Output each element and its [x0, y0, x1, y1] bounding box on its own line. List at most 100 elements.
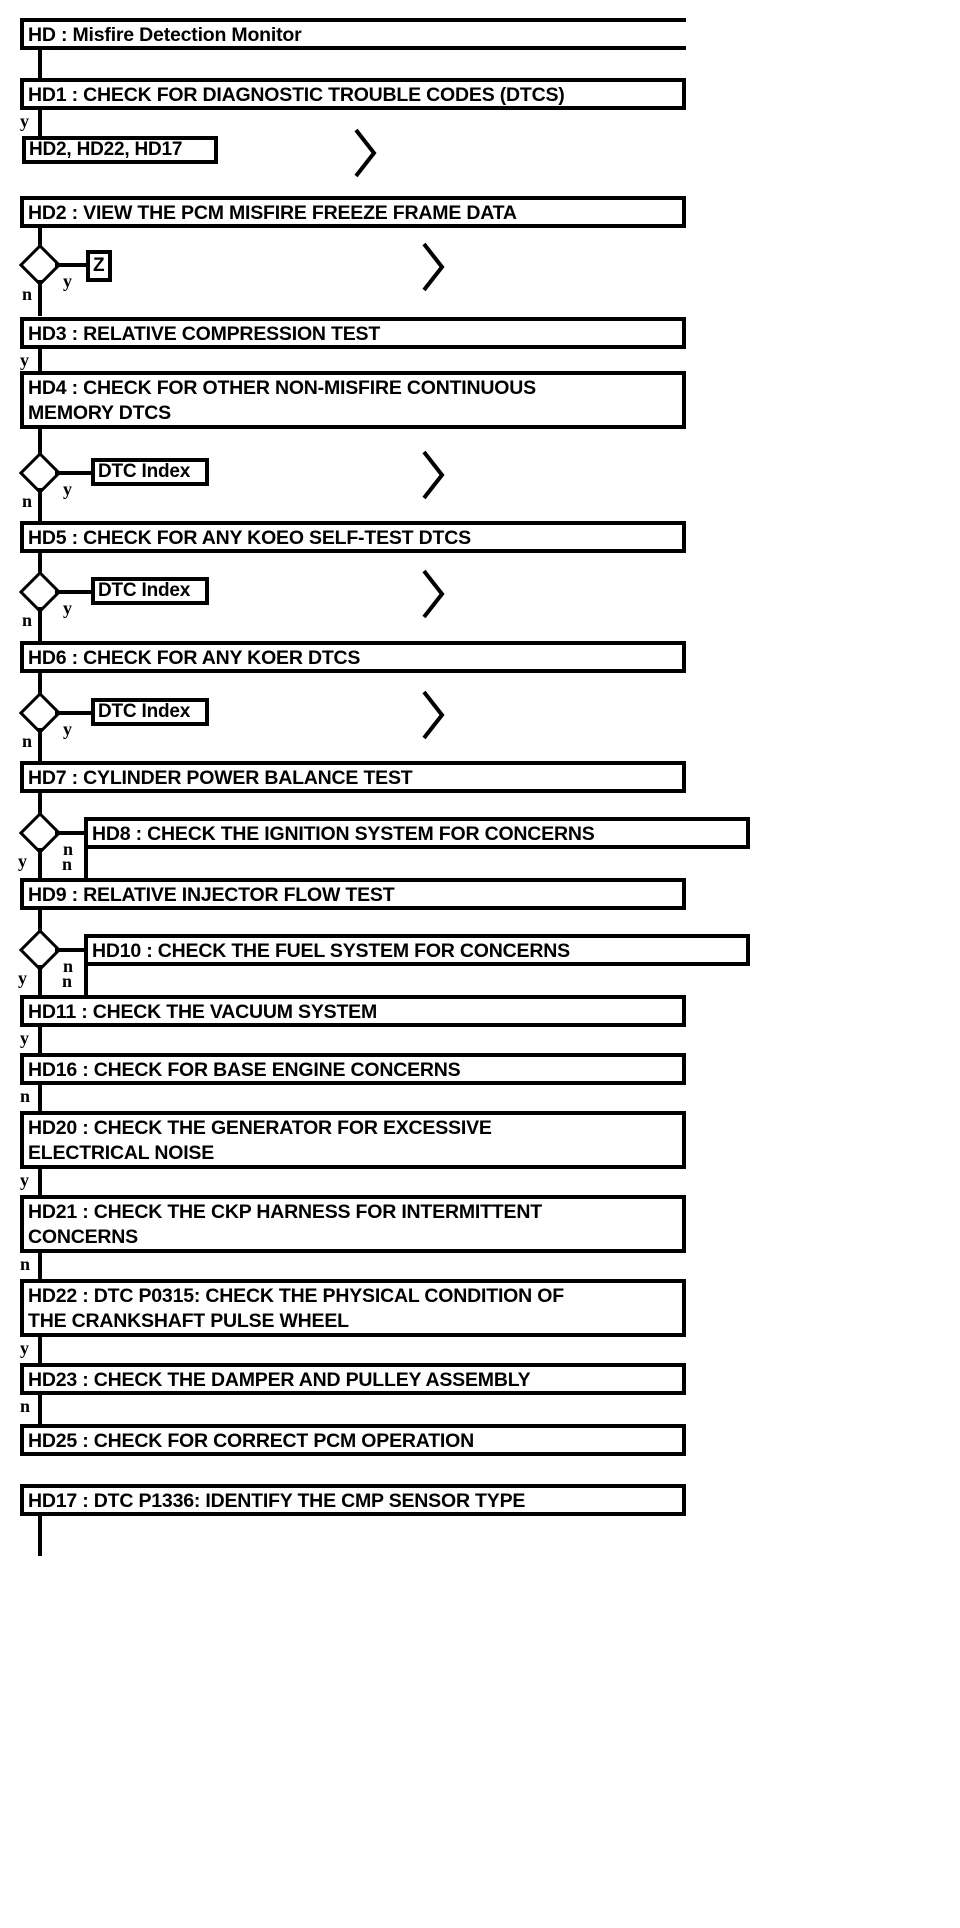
step-box-hd20[interactable]: HD20 : CHECK THE GENERATOR FOR EXCESSIVE… — [20, 1111, 686, 1169]
branch-label-hd20-y: y — [20, 1170, 29, 1190]
connector-hd22-to-hd23 — [38, 1337, 42, 1363]
connector-hd17-outgoing — [38, 1516, 42, 1556]
step-box-hd3[interactable]: HD3 : RELATIVE COMPRESSION TEST — [20, 317, 686, 349]
step-label-hd4: HD4 : CHECK FOR OTHER NON-MISFIRE CONTIN… — [28, 377, 536, 424]
ref-label-hd2-hd22-hd17: HD2, HD22, HD17 — [29, 139, 183, 160]
step-label-hd11: HD11 : CHECK THE VACUUM SYSTEM — [28, 1001, 378, 1023]
branch-label-hd11-y: y — [20, 1028, 29, 1048]
branch-label-hd3-y: y — [20, 350, 29, 370]
connector-hd6-no-to-hd7 — [38, 728, 42, 762]
step-box-hd10[interactable]: HD10 : CHECK THE FUEL SYSTEM FOR CONCERN… — [84, 934, 750, 966]
connector-hd9-yes-to-hd11 — [38, 965, 42, 995]
branch-label-hd9-y: y — [18, 968, 27, 988]
flowchart-title: HD : Misfire Detection Monitor — [28, 24, 302, 46]
connector-hd3-to-hd4 — [38, 349, 42, 371]
step-label-hd7: HD7 : CYLINDER POWER BALANCE TEST — [28, 767, 413, 789]
connector-hd1-to-ref1 — [38, 110, 42, 138]
connector-hd8-no-to-hd9 — [84, 849, 88, 878]
ref-label-dtc-index-1: DTC Index — [98, 461, 191, 482]
branch-label-hd1-y: y — [20, 111, 29, 131]
branch-label-hd7-n: n — [63, 839, 74, 859]
branch-label-hd7-y: y — [18, 851, 27, 871]
step-box-hd11[interactable]: HD11 : CHECK THE VACUUM SYSTEM — [20, 995, 686, 1027]
branch-label-hd6-y: y — [63, 719, 72, 739]
step-label-hd9: HD9 : RELATIVE INJECTOR FLOW TEST — [28, 884, 395, 906]
step-label-hd17: HD17 : DTC P1336: IDENTIFY THE CMP SENSO… — [28, 1490, 526, 1512]
ref-box-dtc-index-2[interactable]: DTC Index — [91, 577, 209, 605]
connector-hd7-no-to-hd8 — [55, 831, 87, 835]
ref-box-dtc-index-3[interactable]: DTC Index — [91, 698, 209, 726]
connector-hd2-no-to-hd3 — [38, 280, 42, 316]
connector-hd4-yes-to-dtc — [55, 471, 93, 475]
step-box-hd23[interactable]: HD23 : CHECK THE DAMPER AND PULLEY ASSEM… — [20, 1363, 686, 1395]
connector-hd10-no-to-hd11 — [84, 966, 88, 995]
connector-hd7-to-decision — [38, 793, 42, 818]
branch-label-hd2-y: y — [63, 271, 72, 291]
branch-label-hd8-n: n — [62, 854, 73, 874]
step-label-hd6: HD6 : CHECK FOR ANY KOER DTCS — [28, 647, 361, 669]
offpage-chevron-icon-2 — [420, 240, 448, 294]
connector-hd4-no-to-hd5 — [38, 488, 42, 522]
connector-hd6-to-decision — [38, 673, 42, 698]
step-label-hd25: HD25 : CHECK FOR CORRECT PCM OPERATION — [28, 1430, 474, 1452]
step-box-hd5[interactable]: HD5 : CHECK FOR ANY KOEO SELF-TEST DTCS — [20, 521, 686, 553]
step-label-hd23: HD23 : CHECK THE DAMPER AND PULLEY ASSEM… — [28, 1369, 531, 1391]
offpage-chevron-icon-3 — [420, 448, 448, 502]
offpage-chevron-icon-1 — [352, 126, 380, 180]
connector-title-to-hd1 — [38, 50, 42, 78]
branch-label-hd4-y: y — [63, 479, 72, 499]
ref-box-dtc-index-1[interactable]: DTC Index — [91, 458, 209, 486]
ref-box-z[interactable]: Z — [86, 250, 112, 282]
connector-hd5-no-to-hd6 — [38, 607, 42, 642]
step-box-hd9[interactable]: HD9 : RELATIVE INJECTOR FLOW TEST — [20, 878, 686, 910]
step-box-hd7[interactable]: HD7 : CYLINDER POWER BALANCE TEST — [20, 761, 686, 793]
step-label-hd1: HD1 : CHECK FOR DIAGNOSTIC TROUBLE CODES… — [28, 84, 565, 106]
step-box-hd25[interactable]: HD25 : CHECK FOR CORRECT PCM OPERATION — [20, 1424, 686, 1456]
branch-label-hd5-n: n — [22, 610, 33, 630]
step-box-hd17[interactable]: HD17 : DTC P1336: IDENTIFY THE CMP SENSO… — [20, 1484, 686, 1516]
branch-label-hd4-n: n — [22, 491, 33, 511]
step-label-hd10: HD10 : CHECK THE FUEL SYSTEM FOR CONCERN… — [92, 940, 570, 962]
offpage-chevron-icon-4 — [420, 567, 448, 621]
step-label-hd21: HD21 : CHECK THE CKP HARNESS FOR INTERMI… — [28, 1201, 542, 1248]
connector-hd9-to-decision — [38, 910, 42, 935]
branch-label-hd23-n: n — [20, 1396, 31, 1416]
step-box-hd6[interactable]: HD6 : CHECK FOR ANY KOER DTCS — [20, 641, 686, 673]
branch-label-hd21-n: n — [20, 1254, 31, 1274]
connector-hd7-yes-to-hd9 — [38, 848, 42, 878]
step-label-hd8: HD8 : CHECK THE IGNITION SYSTEM FOR CONC… — [92, 823, 595, 845]
step-label-hd16: HD16 : CHECK FOR BASE ENGINE CONCERNS — [28, 1059, 461, 1081]
branch-label-hd9-n: n — [63, 956, 74, 976]
connector-hd23-to-hd25 — [38, 1395, 42, 1424]
connector-hd2-yes-to-z — [55, 263, 88, 267]
ref-label-z: Z — [93, 255, 105, 276]
step-box-hd21[interactable]: HD21 : CHECK THE CKP HARNESS FOR INTERMI… — [20, 1195, 686, 1253]
flowchart-title-box: HD : Misfire Detection Monitor — [20, 18, 686, 50]
step-box-hd22[interactable]: HD22 : DTC P0315: CHECK THE PHYSICAL CON… — [20, 1279, 686, 1337]
step-box-hd16[interactable]: HD16 : CHECK FOR BASE ENGINE CONCERNS — [20, 1053, 686, 1085]
ref-label-dtc-index-2: DTC Index — [98, 580, 191, 601]
ref-label-dtc-index-3: DTC Index — [98, 701, 191, 722]
step-label-hd3: HD3 : RELATIVE COMPRESSION TEST — [28, 323, 381, 345]
step-label-hd2: HD2 : VIEW THE PCM MISFIRE FREEZE FRAME … — [28, 202, 517, 224]
step-box-hd2[interactable]: HD2 : VIEW THE PCM MISFIRE FREEZE FRAME … — [20, 196, 686, 228]
step-label-hd5: HD5 : CHECK FOR ANY KOEO SELF-TEST DTCS — [28, 527, 471, 549]
connector-hd5-to-decision — [38, 553, 42, 578]
connector-hd4-to-decision — [38, 429, 42, 459]
step-label-hd20: HD20 : CHECK THE GENERATOR FOR EXCESSIVE… — [28, 1117, 492, 1164]
ref-box-hd2-hd22-hd17[interactable]: HD2, HD22, HD17 — [22, 136, 218, 164]
connector-hd16-to-hd20 — [38, 1085, 42, 1111]
connector-hd20-to-hd21 — [38, 1169, 42, 1195]
connector-hd6-yes-to-dtc — [55, 711, 93, 715]
connector-hd11-to-hd16 — [38, 1027, 42, 1053]
step-label-hd22: HD22 : DTC P0315: CHECK THE PHYSICAL CON… — [28, 1285, 564, 1332]
step-box-hd4[interactable]: HD4 : CHECK FOR OTHER NON-MISFIRE CONTIN… — [20, 371, 686, 429]
connector-hd2-to-decision — [38, 228, 42, 250]
branch-label-hd22-y: y — [20, 1338, 29, 1358]
branch-label-hd2-n: n — [22, 284, 33, 304]
step-box-hd1[interactable]: HD1 : CHECK FOR DIAGNOSTIC TROUBLE CODES… — [20, 78, 686, 110]
step-box-hd8[interactable]: HD8 : CHECK THE IGNITION SYSTEM FOR CONC… — [84, 817, 750, 849]
branch-label-hd6-n: n — [22, 731, 33, 751]
connector-hd21-to-hd22 — [38, 1253, 42, 1279]
